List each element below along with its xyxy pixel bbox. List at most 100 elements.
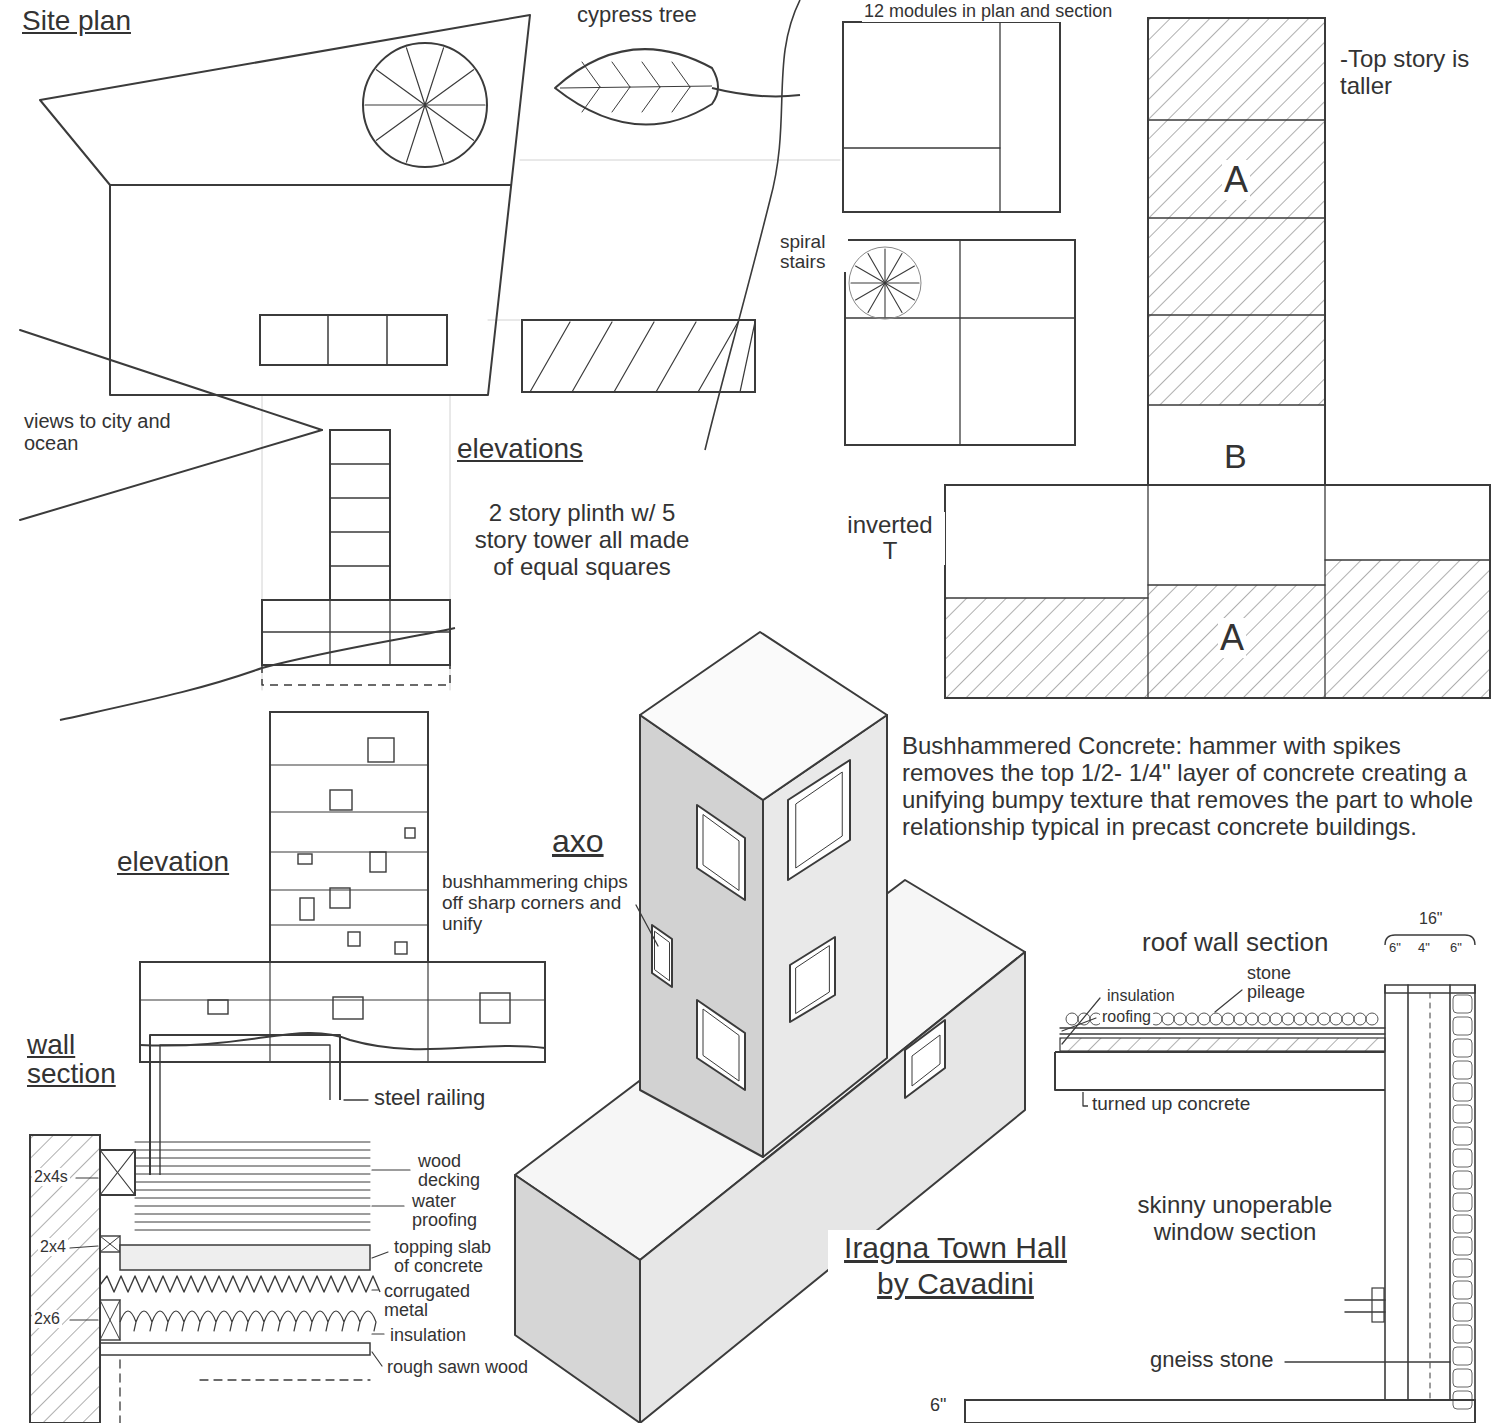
module-line <box>330 531 390 532</box>
gneiss-stone-block <box>1453 1105 1472 1123</box>
gneiss-stone-block <box>1453 1127 1472 1145</box>
annotation-label: wall section <box>25 1030 135 1089</box>
annotation-label: topping slab of concrete <box>392 1238 502 1276</box>
axo-window <box>697 1000 745 1090</box>
stone-pebble <box>1270 1013 1282 1025</box>
court-spoke <box>425 104 485 105</box>
gneiss-stone-block <box>1453 1193 1472 1211</box>
module-line <box>427 962 428 1062</box>
window-sill <box>1345 1299 1385 1301</box>
axo-window <box>788 760 850 880</box>
rough-sawn-wood <box>100 1343 370 1355</box>
stone-pebble <box>1294 1013 1306 1025</box>
annotation-label: inverted T <box>835 512 945 565</box>
stone-pebble <box>1306 1013 1318 1025</box>
concrete-slab <box>1055 1052 1385 1090</box>
court-spoke <box>425 48 444 105</box>
roofing-layer <box>1060 1033 1385 1034</box>
module-line <box>330 497 390 498</box>
wood-decking <box>135 1166 370 1167</box>
site-edge <box>110 184 511 186</box>
wood-stud-cross <box>100 1236 120 1252</box>
stone-pebble <box>1258 1013 1270 1025</box>
module-line <box>386 315 388 365</box>
gneiss-stone-block <box>1453 1215 1472 1233</box>
wood-decking <box>135 1198 370 1199</box>
stair-tread <box>868 254 885 283</box>
axo-window-reveal <box>655 931 670 981</box>
annotation-label: Site plan <box>20 4 133 38</box>
stair-tread <box>884 249 885 283</box>
concrete-topping <box>120 1245 370 1270</box>
stone-pebble <box>1186 1013 1198 1025</box>
tower-elevation <box>270 712 428 962</box>
annotation-label: 16" <box>1417 910 1444 928</box>
annotation-label: elevation <box>115 845 231 879</box>
wood-stud-cross <box>100 1300 120 1340</box>
axo-window-reveal <box>796 772 843 868</box>
module-line <box>140 999 545 1000</box>
annotation-label: 6" <box>928 1396 948 1416</box>
court-spoke <box>376 70 425 105</box>
leader-line <box>372 1352 382 1366</box>
plan-grid-line <box>999 22 1000 212</box>
window-opening <box>333 997 363 1019</box>
wood-decking <box>135 1214 370 1215</box>
annotation-label: 2x6 <box>32 1310 62 1328</box>
module-line <box>262 631 450 632</box>
window-frame <box>1372 1288 1384 1322</box>
tree-vein <box>582 87 600 112</box>
leader-line <box>372 1205 404 1206</box>
annotation-label: gneiss stone <box>1148 1348 1276 1372</box>
module-line <box>270 851 428 852</box>
annotation-label: rough sawn wood <box>385 1358 530 1377</box>
stone-pebble <box>1198 1013 1210 1025</box>
tree-vein <box>642 87 660 112</box>
annotation-label: -Top story is taller <box>1338 46 1493 100</box>
annotation-label: skinny unoperable window section <box>1100 1192 1370 1246</box>
module-line <box>1148 584 1325 585</box>
annotation-label: axo <box>550 822 606 860</box>
insulation-layer <box>1060 1038 1385 1051</box>
window-opening <box>348 932 360 946</box>
hidden-line <box>119 1360 120 1423</box>
steel-railing <box>150 1035 340 1175</box>
stone-pebble <box>1354 1013 1366 1025</box>
annotation-label: roofing <box>1100 1008 1153 1026</box>
strip-hatch <box>530 322 570 392</box>
stone-pebble <box>1318 1013 1330 1025</box>
building-footprint <box>260 315 447 365</box>
gneiss-stone-block <box>1453 1281 1472 1299</box>
annotation-label: 2x4 <box>38 1238 68 1256</box>
leader-line <box>1215 990 1242 1012</box>
module-line <box>1148 119 1325 120</box>
wood-decking <box>135 1222 370 1223</box>
court-spoke <box>425 105 444 162</box>
wall-insulation <box>1430 993 1431 1400</box>
stone-pebble <box>1174 1013 1186 1025</box>
gneiss-stone-block <box>1453 1259 1472 1277</box>
strip-hatch <box>698 322 738 392</box>
window-opening <box>405 828 415 838</box>
floor-slab <box>965 1400 1475 1423</box>
plan-strip <box>522 320 755 392</box>
gneiss-stone-block <box>1453 1017 1472 1035</box>
module-line <box>270 764 428 765</box>
annotation-label: turned up concrete <box>1090 1094 1252 1115</box>
module-line <box>330 463 390 464</box>
window-opening <box>480 993 510 1023</box>
module-line <box>270 889 428 890</box>
buried-outline <box>262 665 450 685</box>
gneiss-stone-block <box>1453 1325 1472 1343</box>
module-line <box>269 962 270 1062</box>
module-line <box>270 924 428 925</box>
annotation-label: steel railing <box>372 1086 487 1110</box>
leader-line <box>372 1333 384 1334</box>
stone-pebble <box>1066 1013 1078 1025</box>
window-opening <box>370 852 386 872</box>
strip-hatch <box>656 322 696 392</box>
window-opening <box>208 1000 228 1014</box>
tree-vein <box>612 87 630 112</box>
module-line <box>1324 485 1325 698</box>
